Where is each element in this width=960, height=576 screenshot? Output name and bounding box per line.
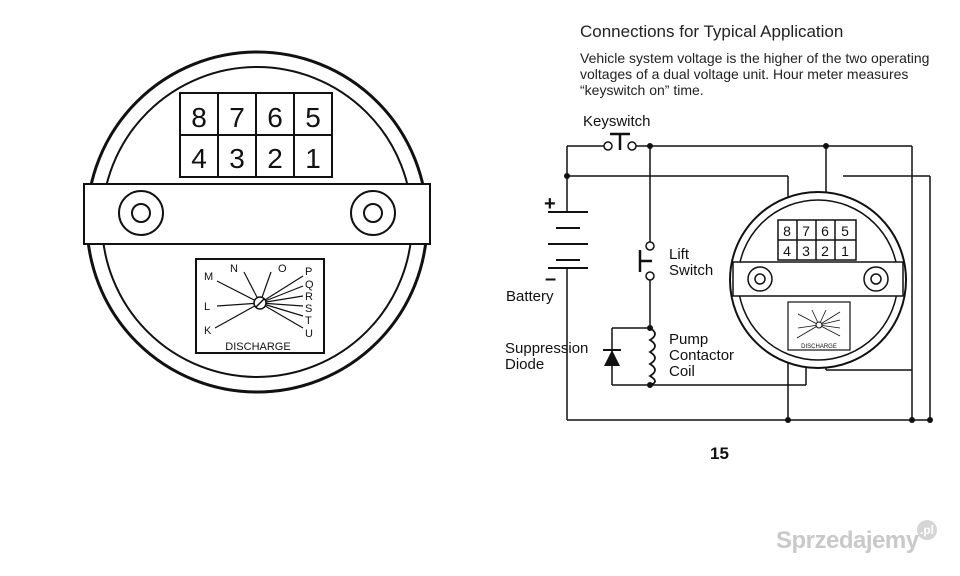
terminal-3: 3 [229,143,245,174]
page-number: 15 [710,444,729,463]
junction-dots [564,143,933,423]
dial-letter-p: P [305,266,312,278]
section-description: Vehicle system voltage is the higher of … [580,50,940,98]
battery-minus-sign: – [545,268,556,290]
pump-label-line2: Contactor [669,347,734,364]
right-mount-hole-inner [363,203,383,223]
left-mount-hole [118,190,164,236]
suppression-diode-label-line1: Suppression [505,340,588,357]
battery-plus-sign: + [544,193,556,215]
terminal-6: 6 [267,102,283,133]
large-dial-label: DISCHARGE [225,341,290,353]
dial-letter-o: O [278,263,287,275]
small-terminal-5: 5 [841,223,849,239]
terminal-4: 4 [191,143,207,174]
dial-letter-r: R [305,291,313,303]
small-terminal-3: 3 [802,243,810,259]
terminal-5: 5 [305,102,321,133]
terminal-7: 7 [229,102,245,133]
terminal-2: 2 [267,143,283,174]
small-dial-label: DISCHARGE [801,344,837,350]
keyswitch-label: Keyswitch [583,113,651,130]
terminal-1: 1 [305,143,321,174]
dial-letter-n: N [230,263,238,275]
suppression-diode-symbol [603,349,621,366]
lift-switch-label-line1: Lift [669,246,690,263]
dial-letter-u: U [305,328,313,340]
keyswitch-symbol [603,132,637,151]
small-dial-box [787,301,851,351]
small-terminal-4: 4 [783,243,791,259]
dial-letter-q: Q [305,279,314,291]
small-left-mount-hole [747,266,773,292]
small-gauge-back [729,191,907,369]
dial-letter-s: S [305,303,312,315]
small-terminal-2: 2 [821,243,829,259]
right-mount-hole [350,190,396,236]
small-terminal-6: 6 [821,223,829,239]
small-terminal-1: 1 [841,243,849,259]
terminal-8: 8 [191,102,207,133]
pump-label-line3: Coil [669,363,695,380]
pump-contactor-coil-symbol [648,327,656,386]
small-terminal-8: 8 [783,223,791,239]
watermark-text: Sprzedajemy [776,527,919,554]
large-gauge-back [83,50,431,394]
lift-switch-symbol [638,241,655,281]
lift-switch-label-line2: Switch [669,262,713,279]
dial-letter-k: K [204,325,212,337]
battery-symbol [548,211,588,269]
description-line-1: Vehicle system voltage is the higher of … [580,50,930,66]
dial-letter-l: L [204,301,210,313]
watermark-badge: .pl [917,520,937,540]
description-line-3: “keyswitch on” time. [580,82,704,98]
battery-label: Battery [506,288,554,305]
pump-label-line1: Pump [669,331,708,348]
dial-letter-m: M [204,271,213,283]
small-terminal-7: 7 [802,223,810,239]
description-line-2: voltages of a dual voltage unit. Hour me… [580,66,909,82]
suppression-diode-label-line2: Diode [505,356,544,373]
section-title: Connections for Typical Application [580,22,844,41]
left-mount-hole-inner [131,203,151,223]
dial-letter-t: T [305,315,312,327]
small-right-mount-hole [863,266,889,292]
